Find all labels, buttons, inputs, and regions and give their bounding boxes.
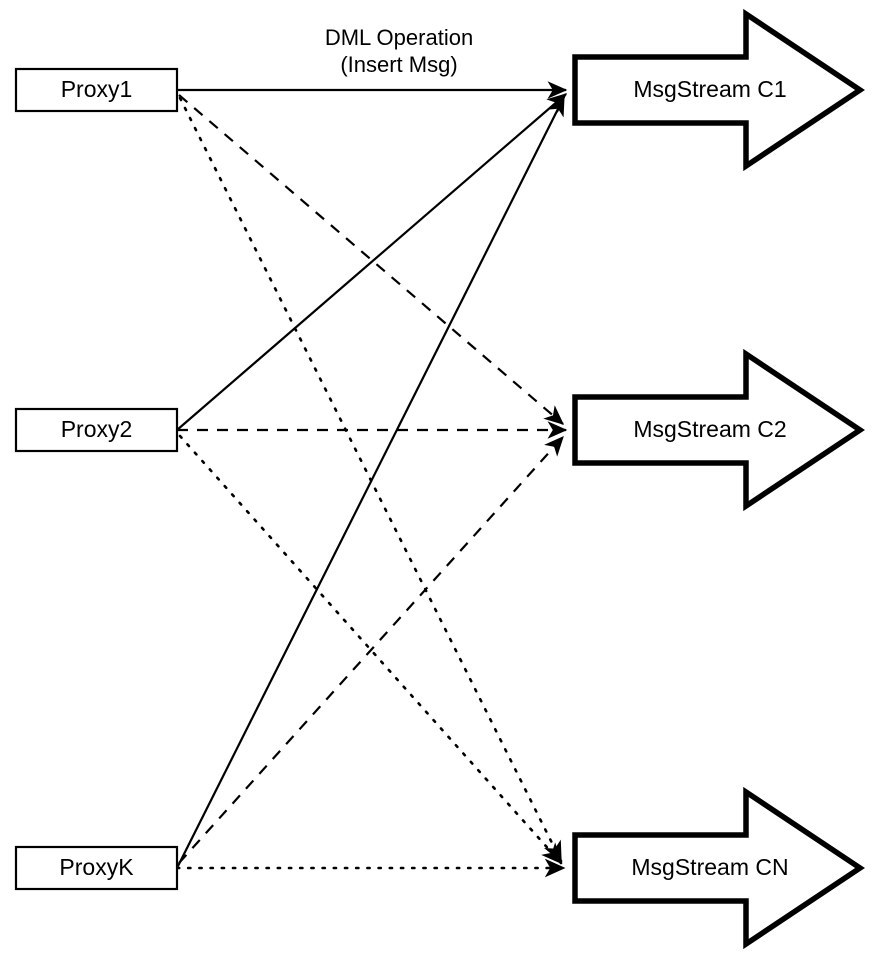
- edge-label-line2: (Insert Msg): [340, 52, 457, 77]
- msgstream-c2-label: MsgStream C2: [633, 416, 786, 442]
- proxy1-label: Proxy1: [61, 76, 133, 102]
- proxy-node-proxy1[interactable]: Proxy1: [14, 67, 179, 113]
- edge-label-dml-operation: DML Operation (Insert Msg): [325, 25, 473, 77]
- msgstream-cn-arrow-shape[interactable]: [572, 786, 865, 950]
- edges-to-msgstream-c2: [177, 94, 568, 864]
- edges-layer: [175, 81, 568, 878]
- proxy-nodes-layer: Proxy1 Proxy2 ProxyK: [14, 67, 179, 891]
- edges-to-msgstream-c1: [176, 81, 568, 869]
- proxy-node-proxy2[interactable]: Proxy2: [14, 407, 179, 453]
- proxyk-label: ProxyK: [59, 854, 134, 880]
- edge-proxyk-to-c2: [178, 436, 564, 864]
- msgstream-c1-label: MsgStream C1: [633, 76, 786, 102]
- msgstream-cn-label: MsgStream CN: [631, 854, 788, 880]
- proxy-node-proxyk[interactable]: ProxyK: [14, 845, 179, 891]
- edges-to-msgstream-cn: [175, 96, 566, 878]
- proxy1-box[interactable]: [14, 67, 179, 113]
- msgstream-node-c2[interactable]: MsgStream C2: [572, 348, 865, 512]
- msgstream-node-cn[interactable]: MsgStream CN: [572, 786, 865, 950]
- msgstream-node-c1[interactable]: MsgStream C1: [572, 8, 865, 172]
- proxyk-box[interactable]: [14, 845, 179, 891]
- edge-proxy1-to-c2: [178, 94, 565, 425]
- proxy2-label: Proxy2: [61, 416, 133, 442]
- edge-label-line1: DML Operation: [325, 25, 473, 50]
- msgstream-c1-arrow-shape[interactable]: [572, 8, 865, 172]
- msgstream-c2-arrow-shape[interactable]: [572, 348, 865, 512]
- edge-proxyk-to-c1: [176, 95, 565, 869]
- proxy2-box[interactable]: [14, 407, 179, 453]
- msgstream-nodes-layer: MsgStream C1 MsgStream C2 MsgStream CN: [572, 8, 865, 950]
- edge-proxy1-to-cn: [178, 96, 563, 863]
- edge-proxy2-to-c1: [176, 93, 567, 431]
